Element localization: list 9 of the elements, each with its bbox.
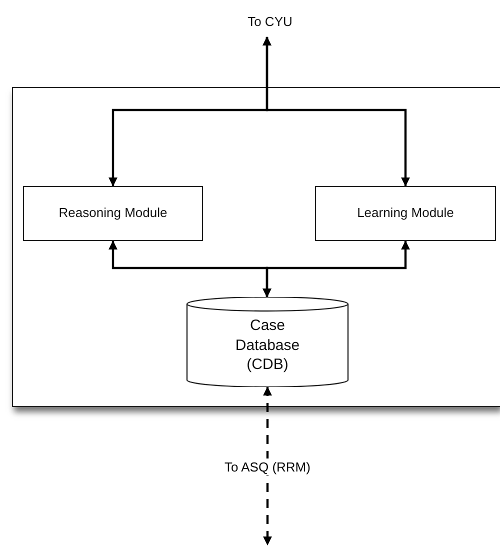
system-panel [12,87,500,407]
edge-label: To ASQ (RRM) [222,458,312,476]
dashed-arrow [263,386,272,546]
arrow [262,36,410,186]
module-box: Learning Module [315,186,496,241]
database-label: Case Database (CDB) [234,316,301,375]
arrow [262,240,410,298]
module-box: Reasoning Module [23,186,203,241]
output-label: To CYU [248,14,292,30]
